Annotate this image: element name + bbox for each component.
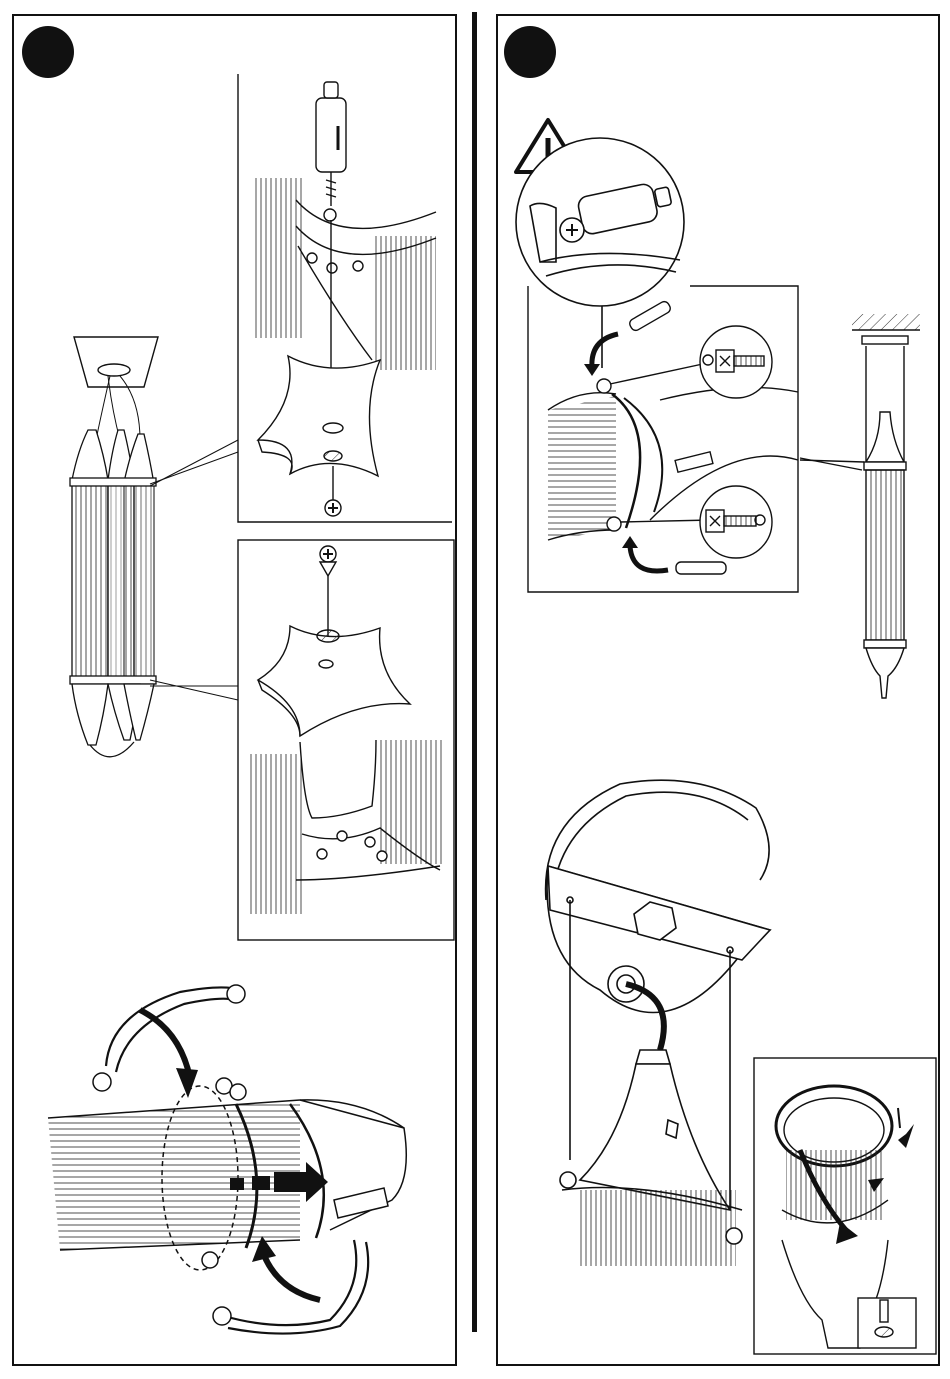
step-marker-right bbox=[504, 26, 556, 78]
mounted-lamp bbox=[800, 314, 920, 698]
callout-top-assembly bbox=[238, 74, 452, 522]
ceiling-mount-detail bbox=[546, 780, 770, 1266]
screw-callout-bottom bbox=[700, 486, 772, 558]
screw-callout-top bbox=[700, 326, 772, 398]
clamp-ring-assembly bbox=[48, 985, 406, 1334]
inset-cup-detail bbox=[754, 1058, 936, 1354]
ceiling-canopy bbox=[74, 337, 158, 387]
magnifier-detail bbox=[516, 138, 684, 368]
callout-bottom-assembly bbox=[238, 540, 454, 940]
lamp-fixture bbox=[70, 430, 156, 757]
step-marker-left bbox=[22, 26, 74, 78]
callout-leaders bbox=[150, 440, 238, 700]
